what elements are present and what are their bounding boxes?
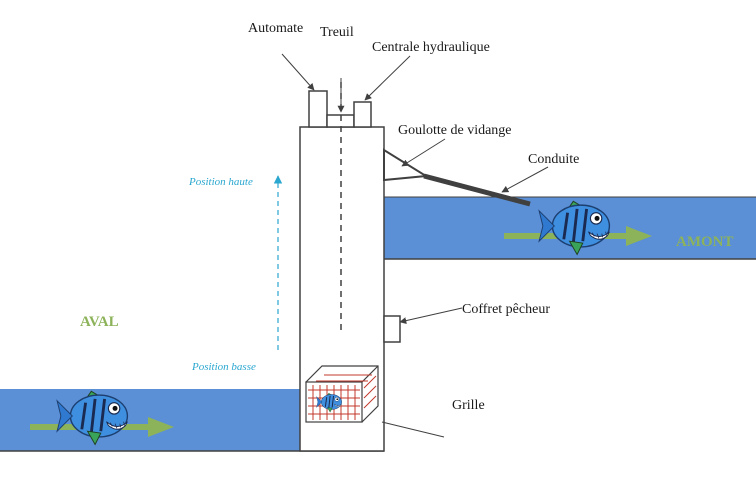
centrale-box [353, 101, 372, 128]
automate-box [308, 90, 328, 128]
label-automate: Automate [248, 21, 303, 36]
label-position-haute: Position haute [188, 176, 253, 188]
label-amont: AMONT [676, 234, 734, 250]
coffret-leader [399, 307, 463, 325]
label-goulotte: Goulotte de vidange [398, 123, 512, 138]
conduite-leader [501, 166, 549, 193]
goulotte-leader [401, 138, 446, 167]
automate-leader [281, 53, 315, 91]
label-coffret: Coffret pêcheur [462, 302, 550, 317]
label-aval: AVAL [80, 314, 119, 330]
grille-leader [381, 421, 445, 438]
conduite-pipe [423, 173, 531, 207]
grille-cage [305, 365, 379, 423]
label-conduite: Conduite [528, 152, 579, 167]
label-grille: Grille [452, 398, 485, 413]
label-treuil: Treuil [320, 25, 354, 40]
label-position-basse: Position basse [191, 361, 256, 373]
label-centrale: Centrale hydraulique [372, 40, 490, 55]
centrale-leader [364, 55, 411, 101]
coffret-pecheur [383, 315, 401, 343]
